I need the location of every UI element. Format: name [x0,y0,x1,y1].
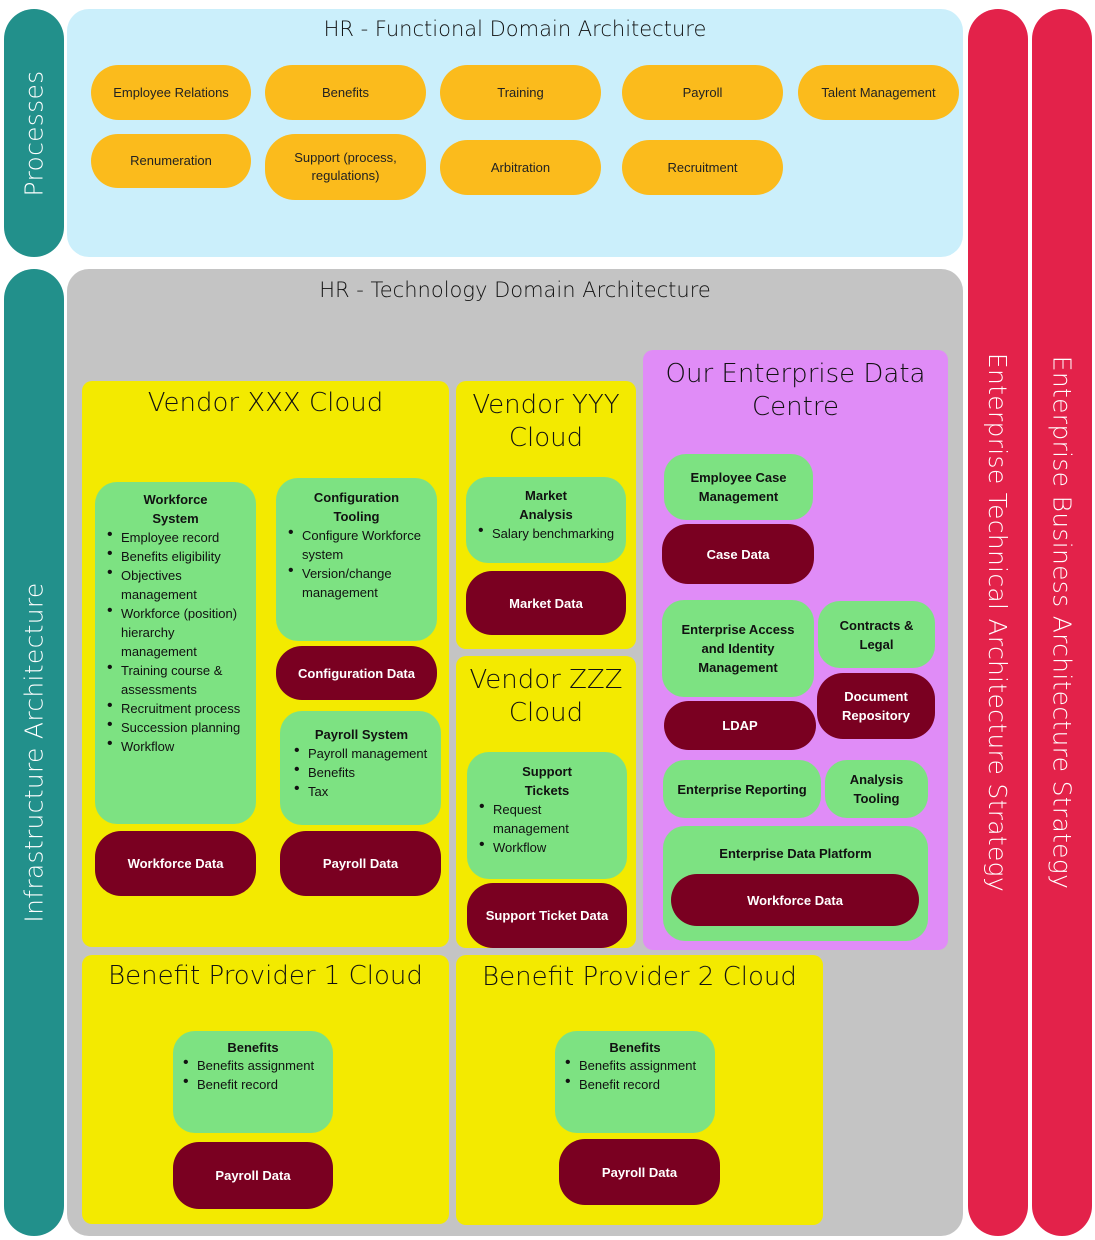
platform-workforce-data[interactable]: Workforce Data [671,874,919,926]
access-identity-management-title: Enterprise Access and Identity Managemen… [681,622,795,675]
workforce-system-title: Workforce System [143,492,208,526]
enterprise-data-centre-title: Our Enterprise Data Centre [665,359,926,422]
list-item: Benefits eligibility [101,544,250,566]
benefit-provider-2-payroll-data[interactable]: Payroll Data [559,1139,720,1205]
configuration-tooling-list: Configure Workforce system Version/chang… [282,523,431,602]
list-item: Request management [473,797,621,838]
configuration-tooling[interactable]: Configuration Tooling Configure Workforc… [276,478,437,641]
list-item: Workflow [101,734,250,756]
contracts-legal[interactable]: Contracts & Legal [818,601,935,668]
benefits-system-2-list: Benefits assignment Benefit record [559,1053,711,1094]
payroll-data[interactable]: Payroll Data [280,831,441,896]
configuration-data[interactable]: Configuration Data [276,646,437,700]
list-item: Tax [288,779,435,801]
list-item: Recruitment process [101,696,250,718]
list-item: Benefits [288,760,435,782]
benefits-system-2-title: Benefits [609,1040,661,1055]
benefits-system-1-list: Benefits assignment Benefit record [177,1053,329,1094]
contracts-legal-title: Contracts & Legal [839,617,914,652]
list-item: Benefits assignment [559,1053,711,1075]
list-item: Configure Workforce system [282,523,431,564]
functional-domain-title: HR - Functional Domain Architecture [323,17,707,41]
process-recruitment[interactable]: Recruitment [622,140,783,195]
enterprise-data-platform-title: Enterprise Data Platform [719,846,872,861]
workforce-data[interactable]: Workforce Data [95,831,256,896]
support-tickets-list: Request management Workflow [473,797,621,857]
functional-domain-panel: HR - Functional Domain Architecture [67,9,963,257]
analysis-tooling-title: Analysis Tooling [849,772,904,806]
access-identity-management[interactable]: Enterprise Access and Identity Managemen… [662,600,814,697]
list-item: Salary benchmarking [472,521,620,543]
employee-case-management[interactable]: Employee Case Management [664,454,813,520]
benefits-system-1[interactable]: Benefits Benefits assignment Benefit rec… [173,1031,333,1133]
enterprise-reporting[interactable]: Enterprise Reporting [663,760,821,818]
payroll-system[interactable]: Payroll System Payroll management Benefi… [280,711,441,825]
list-item: Workforce (position) hierarchy managemen… [101,601,250,661]
process-employee-relations[interactable]: Employee Relations [91,65,251,120]
market-analysis[interactable]: Market Analysis Salary benchmarking [466,477,626,563]
support-tickets[interactable]: Support Tickets Request management Workf… [467,752,627,879]
list-item: Benefits assignment [177,1053,329,1075]
benefits-system-1-title: Benefits [227,1040,279,1055]
process-talent-management[interactable]: Talent Management [798,65,959,120]
process-payroll[interactable]: Payroll [622,65,783,120]
case-data[interactable]: Case Data [662,524,814,584]
market-analysis-list: Salary benchmarking [472,521,620,543]
process-benefits[interactable]: Benefits [265,65,426,120]
vendor-yyy-title: Vendor YYY Cloud [472,390,620,453]
vendor-xxx-title: Vendor XXX Cloud [147,388,384,418]
list-item: Version/change management [282,561,431,602]
tech-strategy-label: Enterprise Technical Architecture Strate… [983,352,1013,893]
benefits-system-2[interactable]: Benefits Benefits assignment Benefit rec… [555,1031,715,1133]
processes-label: Processes [19,70,49,196]
workforce-system[interactable]: Workforce System Employee record Benefit… [95,482,256,824]
support-tickets-title: Support Tickets [522,764,572,798]
process-renumeration[interactable]: Renumeration [91,134,251,188]
infrastructure-label-bar: Infrastructure Architecture [4,269,64,1236]
list-item: Training course & assessments [101,658,250,699]
process-arbitration[interactable]: Arbitration [440,140,601,195]
payroll-system-title: Payroll System [314,727,409,742]
infrastructure-label: Infrastructure Architecture [19,582,49,923]
processes-label-bar: Processes [4,9,64,257]
list-item: Employee record [101,525,250,547]
list-item: Succession planning [101,715,250,737]
ldap[interactable]: LDAP [664,701,816,750]
process-training[interactable]: Training [440,65,601,120]
configuration-tooling-title: Configuration Tooling [313,490,400,524]
market-analysis-title: Market Analysis [519,488,573,522]
process-support[interactable]: Support (process, regulations) [265,134,426,200]
list-item: Workflow [473,835,621,857]
technology-domain-title: HR - Technology Domain Architecture [319,278,711,302]
list-item: Benefit record [559,1072,711,1094]
list-item: Objectives management [101,563,250,604]
support-ticket-data[interactable]: Support Ticket Data [467,883,627,948]
vendor-zzz-title: Vendor ZZZ Cloud [469,665,623,728]
business-strategy-bar: Enterprise Business Architecture Strateg… [1032,9,1092,1236]
analysis-tooling[interactable]: Analysis Tooling [825,760,928,818]
market-data[interactable]: Market Data [466,571,626,635]
workforce-system-list: Employee record Benefits eligibility Obj… [101,525,250,756]
enterprise-reporting-title: Enterprise Reporting [677,781,807,797]
benefit-provider-1-payroll-data[interactable]: Payroll Data [173,1142,333,1209]
business-strategy-label: Enterprise Business Architecture Strateg… [1047,355,1077,890]
payroll-system-list: Payroll management Benefits Tax [288,741,435,801]
benefit-provider-1-title: Benefit Provider 1 Cloud [108,961,423,991]
tech-strategy-bar: Enterprise Technical Architecture Strate… [968,9,1028,1236]
employee-case-management-title: Employee Case Management [690,470,787,504]
list-item: Benefit record [177,1072,329,1094]
benefit-provider-2-title: Benefit Provider 2 Cloud [482,962,797,992]
list-item: Payroll management [288,741,435,763]
document-repository[interactable]: Document Repository [817,673,935,739]
